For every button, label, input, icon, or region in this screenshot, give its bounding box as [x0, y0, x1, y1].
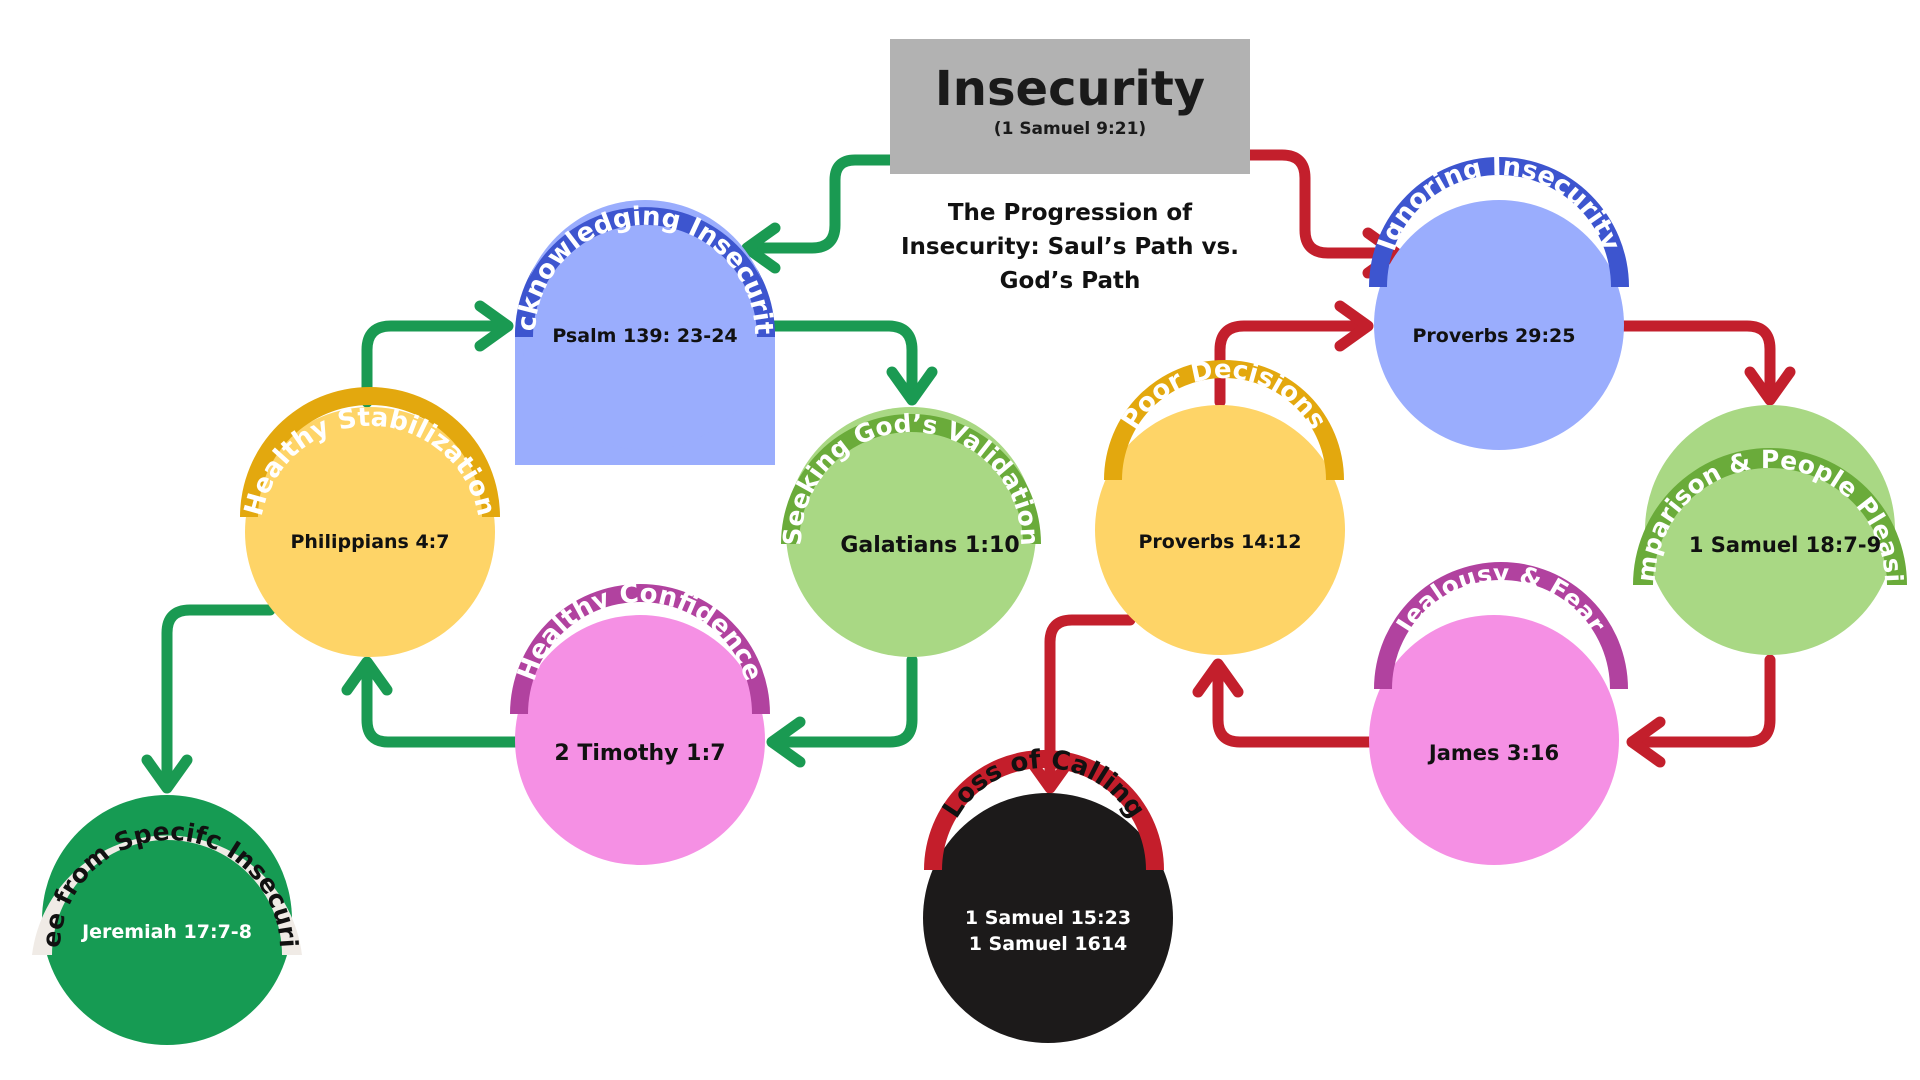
subtitle-line-2: Insecurity: Saul’s Path vs. [901, 234, 1239, 260]
arrowhead-acknowledging-left [474, 300, 514, 352]
diagram-subtitle: The Progression of Insecurity: Saul’s Pa… [880, 196, 1260, 298]
arrow-comparison-to-jealousy [1634, 654, 1776, 748]
node-jealousy-reference: James 3:16 [1427, 741, 1559, 765]
arrowhead-free [141, 754, 193, 794]
node-ignoring-reference: Proverbs 29:25 [1413, 325, 1576, 347]
node-stabilization-ring [240, 387, 500, 517]
node-loss-reference-1: 1 Samuel 15:23 [965, 907, 1131, 929]
subtitle-line-1: The Progression of [947, 200, 1193, 226]
arrow-title-to-ignoring [1244, 149, 1394, 259]
node-loss-ring [924, 750, 1164, 870]
node-comparison-reference: 1 Samuel 18:7-9 [1689, 533, 1881, 557]
arrowhead-seeking [886, 366, 938, 406]
node-stabilization-circle [245, 407, 495, 657]
node-healthy-confidence: Healthy Confidence 2 Timothy 1:7 [510, 579, 770, 865]
node-poor-ring [1104, 360, 1344, 480]
subtitle-line-3: God’s Path [999, 268, 1141, 294]
node-acknowledging-circle [520, 200, 770, 450]
node-stabilization-reference: Philippians 4:7 [290, 531, 449, 553]
node-acknowledging-ring [515, 207, 775, 337]
arrow-jealousy-to-poor [1212, 666, 1376, 748]
node-jealousy-ring [1374, 562, 1628, 689]
node-confidence-reference: 2 Timothy 1:7 [554, 741, 725, 766]
title-box: Insecurity (1 Samuel 9:21) [890, 39, 1250, 174]
node-seeking-validation: Seeking God’s Validation Galatians 1:10 [778, 407, 1044, 657]
node-seeking-ring [781, 414, 1041, 544]
node-free-reference: Jeremiah 17:7-8 [80, 921, 252, 943]
arrowhead-confidence [766, 716, 806, 768]
node-comparison-circle [1645, 405, 1895, 655]
arrow-acknowledging-to-seeking [756, 320, 918, 394]
node-ignoring-circle [1374, 200, 1624, 450]
arrow-title-to-acknowledging [749, 154, 896, 254]
node-confidence-ring [510, 584, 770, 714]
arrow-stabilization-to-free [161, 604, 276, 786]
page-title: Insecurity [934, 61, 1206, 117]
arrowhead-poor [1192, 658, 1244, 698]
arrow-poor-to-ignoring [1214, 320, 1366, 408]
node-comparison-ring [1633, 448, 1907, 585]
gods-path-arrowheads [141, 222, 938, 794]
arrowhead-acknowledging [741, 222, 781, 274]
arrowhead-ignoring-left [1334, 300, 1374, 352]
sauls-path-arrows [1044, 149, 1776, 786]
arrow-stabilization-to-acknowledging [361, 320, 506, 408]
node-loss-reference-2: 1 Samuel 1614 [969, 933, 1128, 955]
node-ignoring-insecurity: Ignoring Insecurity Proverbs 29:25 [1369, 152, 1629, 450]
node-seeking-circle [786, 407, 1036, 657]
node-healthy-stabilization: Healthy Stabilization Philippians 4:7 [239, 387, 501, 657]
sauls-path-arrowheads [1024, 227, 1796, 794]
arrow-confidence-to-stabilization [361, 664, 521, 748]
arrowhead-jealousy [1626, 716, 1666, 768]
gods-path-arrows [161, 154, 918, 786]
node-ignoring-ring [1369, 157, 1629, 287]
arrowhead-comparison [1744, 366, 1796, 406]
title-reference: (1 Samuel 9:21) [993, 119, 1147, 139]
node-poor-reference: Proverbs 14:12 [1139, 531, 1302, 553]
node-seeking-reference: Galatians 1:10 [840, 533, 1019, 558]
node-poor-circle [1095, 405, 1345, 655]
arrow-poor-to-loss [1044, 614, 1136, 786]
node-acknowledging-reference: Psalm 139: 23-24 [552, 325, 737, 347]
arrow-seeking-to-confidence [774, 654, 918, 748]
node-loss-circle [923, 793, 1173, 1043]
arrow-ignoring-to-comparison [1615, 320, 1776, 394]
node-jealousy: Jealousy & Fear James 3:16 [1369, 559, 1628, 865]
node-jealousy-circle [1369, 615, 1619, 865]
arrowhead-stabilization [341, 656, 393, 696]
node-confidence-circle [515, 615, 765, 865]
